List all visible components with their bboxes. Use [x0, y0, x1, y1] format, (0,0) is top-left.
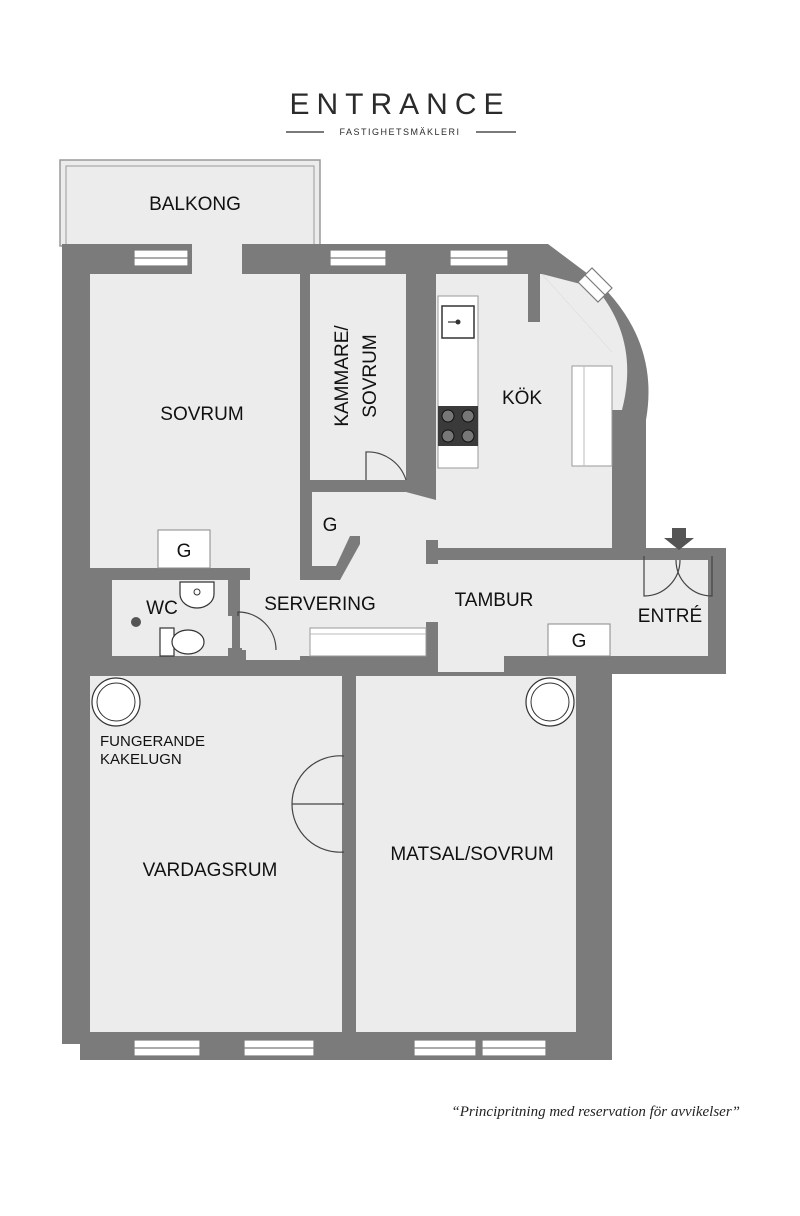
window-kok	[449, 249, 509, 267]
door-kammare	[365, 451, 407, 481]
brand-logo: ENTRANCE FASTIGHETSMÄKLERI	[286, 88, 516, 137]
sink-drain-icon	[455, 319, 461, 325]
brand-tagline: FASTIGHETSMÄKLERI	[339, 127, 460, 137]
tile-stove-vardagsrum	[91, 677, 141, 727]
label-kammare-line2: SOVRUM	[360, 334, 381, 417]
window-matsal-2	[481, 1039, 547, 1057]
wall-sovrum-bottom	[90, 568, 250, 580]
wall-kok-stub	[426, 540, 438, 564]
label-kok: KÖK	[502, 388, 542, 409]
window-vardagsrum-2	[243, 1039, 315, 1057]
wc-fixtures	[131, 581, 215, 657]
brand-name: ENTRANCE	[289, 88, 510, 121]
wall-kok-corner	[528, 274, 540, 322]
window-sovrum	[133, 249, 189, 267]
wall-kammare-kok	[406, 264, 436, 486]
label-kakelugn-line1: FUNGERANDE	[100, 733, 205, 750]
wall-sovrum-kammare	[300, 264, 310, 496]
label-kammare-line1: KAMMARE/	[332, 325, 353, 427]
label-matsal: MATSAL/SOVRUM	[390, 844, 553, 865]
balcony	[59, 159, 321, 247]
windows	[133, 244, 613, 1057]
closet-sovrum	[157, 529, 211, 569]
label-balkong: BALKONG	[149, 194, 241, 215]
door-entre-left	[643, 556, 681, 597]
tile-stove-matsal	[525, 677, 575, 727]
door-wc	[237, 611, 277, 651]
floor-kok	[436, 274, 612, 548]
wall-counter-end	[426, 622, 438, 676]
wall-wc-right-top	[228, 568, 238, 616]
label-tambur: TAMBUR	[455, 590, 534, 611]
wall-kammare-bottom	[300, 480, 360, 492]
doors	[237, 451, 713, 853]
kitchen-fixtures	[437, 295, 613, 469]
wall-g-kammare-diagonal	[312, 536, 360, 580]
door-entre-right	[675, 556, 713, 597]
label-kakelugn-line2: KAKELUGN	[100, 751, 182, 768]
closet-label-kammare: G	[323, 515, 338, 536]
closet-label-sovrum: G	[177, 541, 192, 562]
label-entre: ENTRÉ	[638, 606, 702, 627]
entrance-arrow-icon	[664, 528, 694, 550]
floor-kammare	[310, 274, 406, 480]
toilet-bowl-icon	[171, 629, 205, 655]
balcony-door-opening	[192, 244, 242, 274]
window-vardagsrum-1	[133, 1039, 201, 1057]
wall-tambur-bottom	[504, 656, 612, 676]
wall-servering-bottom-left	[300, 656, 436, 676]
wall-vard-matsal-top	[342, 676, 356, 756]
window-kok-bay	[577, 267, 613, 303]
servering-counter	[309, 627, 427, 657]
door-double-vard-matsal-top	[291, 755, 345, 805]
floor-vardagsrum	[90, 676, 342, 1032]
disclaimer-text: “Principritning med reservation för avvi…	[451, 1104, 740, 1120]
floor-sovrum	[90, 274, 300, 568]
wall-kok-right	[612, 410, 640, 560]
window-matsal-1	[413, 1039, 477, 1057]
floor-matsal	[356, 676, 576, 1032]
wall-vard-matsal-bottom	[342, 852, 356, 1032]
door-double-vard-matsal-bottom	[291, 803, 345, 853]
room-labels: BALKONG SOVRUM KAMMARE/ SOVRUM KÖK WC SE…	[100, 194, 702, 881]
floor-kok-bay	[542, 274, 628, 410]
shower-tap-icon	[131, 617, 141, 627]
label-sovrum: SOVRUM	[160, 404, 243, 425]
label-wc: WC	[146, 598, 178, 619]
wall-g-kammare-left	[300, 492, 312, 580]
kitchen-cabinet	[571, 365, 613, 467]
closet-label-entre: G	[572, 631, 587, 652]
wall-kok-bottom	[426, 548, 612, 560]
closet-entre	[547, 623, 611, 657]
room-floors	[90, 274, 708, 1032]
wall-matsal-right	[576, 676, 612, 1032]
label-servering: SERVERING	[264, 594, 376, 615]
wall-wc-left	[90, 580, 112, 656]
window-kammare	[329, 249, 387, 267]
wall-wc-bottom	[90, 656, 242, 676]
label-vardagsrum: VARDAGSRUM	[143, 860, 278, 881]
